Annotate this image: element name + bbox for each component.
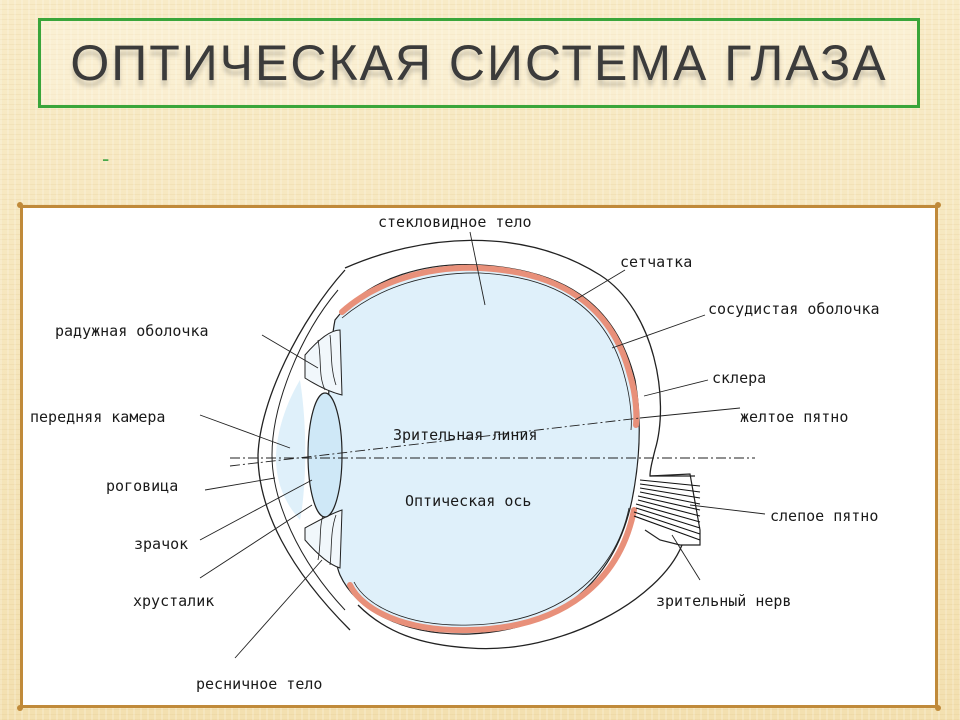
visual-line-extension: [639, 407, 741, 419]
iris-lower: [304, 509, 343, 569]
bullet-placeholder: -: [102, 146, 110, 171]
slide-title-box: ОПТИЧЕСКАЯ СИСТЕМА ГЛАЗА: [38, 18, 920, 108]
frame-corner-dot: [17, 705, 23, 711]
label-ciliary-body: ресничное тело: [196, 675, 322, 693]
label-lens: хрусталик: [133, 592, 214, 610]
visual-line: [229, 417, 641, 467]
ciliary-body-upper: [317, 334, 337, 391]
iris-upper: [304, 329, 343, 396]
label-visual-line: Зрительная линия: [393, 426, 538, 444]
label-sclera: склера: [712, 369, 766, 387]
label-iris: радужная оболочка: [55, 322, 209, 340]
frame-corner-dot: [935, 705, 941, 711]
label-retina: сетчатка: [620, 253, 692, 271]
frame-corner-dot: [17, 202, 23, 208]
label-optical-axis: Оптическая ось: [405, 492, 531, 510]
sclera-outer: [344, 239, 695, 650]
choroid-band-lower: [347, 507, 637, 634]
cornea-inner: [271, 289, 346, 611]
optic-nerve-fibers: [633, 479, 701, 541]
anterior-chamber: [276, 380, 306, 520]
slide-title: ОПТИЧЕСКАЯ СИСТЕМА ГЛАЗА: [70, 35, 888, 91]
cornea: [257, 269, 351, 631]
label-vitreous-body: стекловидное тело: [378, 213, 532, 231]
label-blind-spot: слепое пятно: [770, 507, 878, 525]
frame-corner-dot: [935, 202, 941, 208]
optic-nerve-sheath: [644, 473, 701, 546]
label-macula: желтое пятно: [740, 408, 848, 426]
choroid-band-upper: [339, 264, 640, 428]
label-choroid: сосудистая оболочка: [708, 300, 880, 318]
leader-lines: [199, 231, 766, 659]
retina-outline-lower: [353, 507, 630, 626]
label-anterior-chamber: передняя камера: [30, 408, 165, 426]
retina-outline: [341, 272, 632, 431]
label-pupil: зрачок: [134, 535, 188, 553]
label-cornea: роговица: [106, 477, 178, 495]
label-optic-nerve: зрительный нерв: [656, 592, 791, 610]
